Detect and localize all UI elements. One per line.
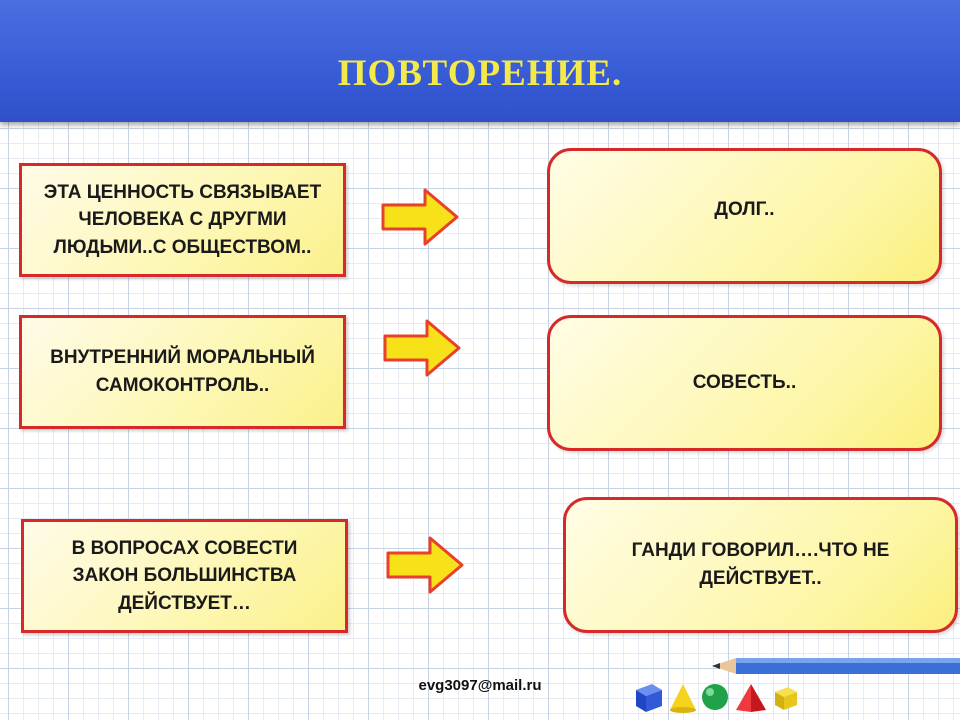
question-box-1: ЭТА ЦЕННОСТЬ СВЯЗЫВАЕТ ЧЕЛОВЕКА С ДРУГМИ… <box>19 163 346 277</box>
slide-title: ПОВТОРЕНИЕ. <box>337 53 623 94</box>
question-line: ЭТА ЦЕННОСТЬ СВЯЗЫВАЕТ <box>43 181 322 203</box>
cube-icon <box>636 684 662 712</box>
right-arrow-icon <box>381 188 459 246</box>
question-line: САМОКОНТРОЛЬ.. <box>95 375 270 396</box>
cone-icon <box>670 684 696 713</box>
answer-line: ДЕЙСТВУЕТ.. <box>699 568 822 589</box>
question-box-3: В ВОПРОСАХ СОВЕСТИ ЗАКОН БОЛЬШИНСТВА ДЕЙ… <box>21 519 348 633</box>
answer-box-2: СОВЕСТЬ.. <box>547 315 942 451</box>
pyramid-icon <box>736 684 766 712</box>
pencil-icon <box>712 658 960 674</box>
cube-icon <box>775 687 797 710</box>
question-line: ДЕЙСТВУЕТ… <box>118 592 251 614</box>
question-box-2: ВНУТРЕННИЙ МОРАЛЬНЫЙ САМОКОНТРОЛЬ.. <box>19 315 346 429</box>
answer-box-1: ДОЛГ.. <box>547 148 942 284</box>
right-arrow-icon <box>383 319 461 377</box>
question-line: ЧЕЛОВЕКА С ДРУГМИ <box>78 209 287 231</box>
question-line: В ВОПРОСАХ СОВЕСТИ <box>71 537 298 559</box>
answer-line: ГАНДИ ГОВОРИЛ….ЧТО НЕ <box>631 540 890 562</box>
question-line: ЗАКОН БОЛЬШИНСТВА <box>72 565 297 587</box>
right-arrow-icon <box>386 536 464 594</box>
answer-box-3: ГАНДИ ГОВОРИЛ….ЧТО НЕ ДЕЙСТВУЕТ.. <box>563 497 958 633</box>
answer-line: СОВЕСТЬ.. <box>692 372 797 394</box>
question-line: ЛЮДЬМИ..С ОБЩЕСТВОМ.. <box>53 236 312 258</box>
header-bar <box>0 0 960 122</box>
author-email: evg3097@mail.ru <box>418 677 542 694</box>
sphere-icon <box>702 684 728 710</box>
question-line: ВНУТРЕННИЙ МОРАЛЬНЫЙ <box>50 347 315 369</box>
answer-line: ДОЛГ.. <box>714 199 775 221</box>
